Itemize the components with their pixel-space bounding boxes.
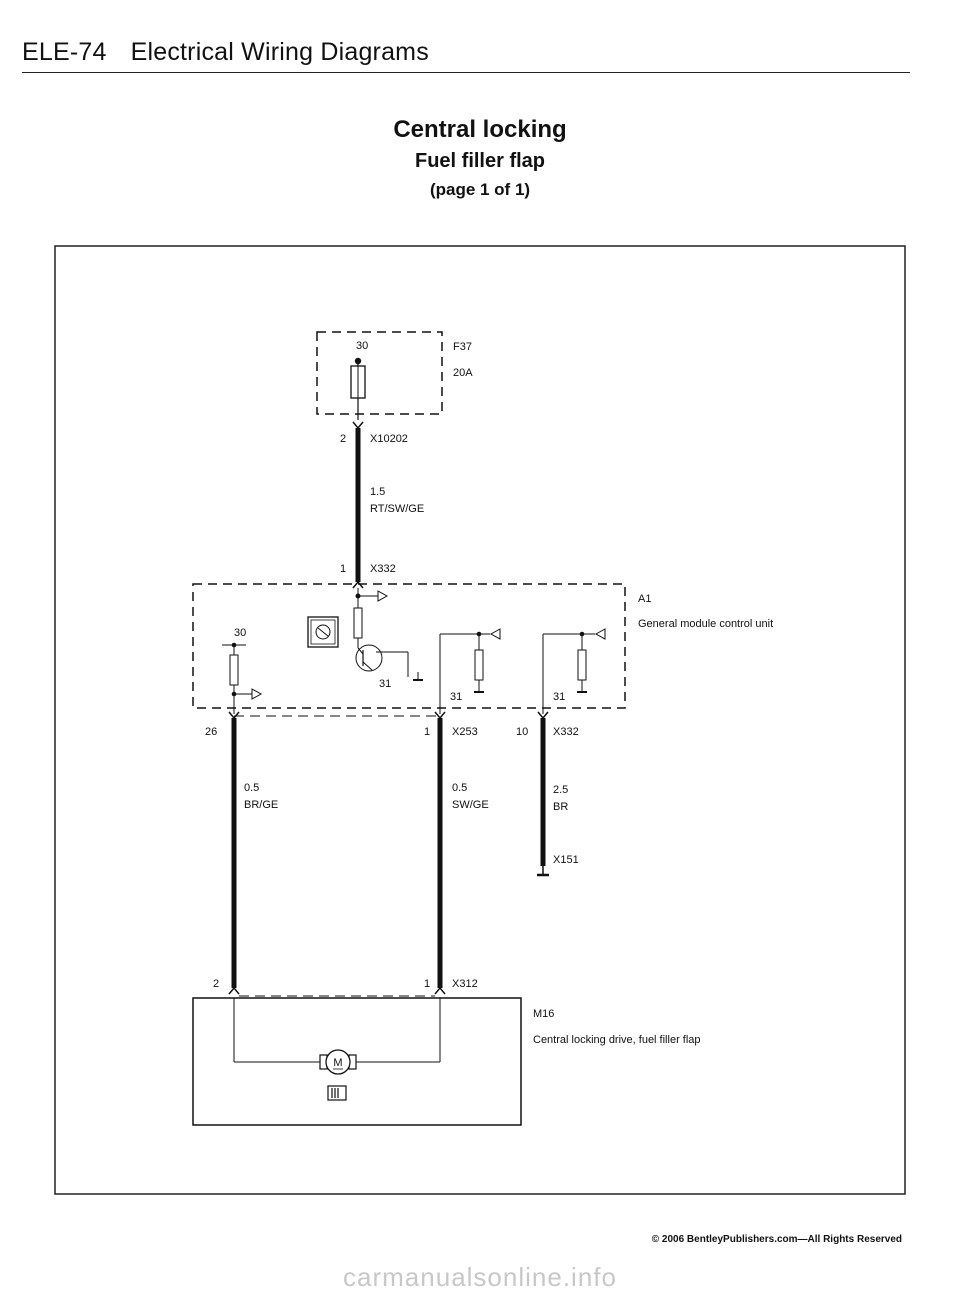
wire1-color: RT/SW/GE xyxy=(370,503,424,515)
motor-symbol xyxy=(325,1049,351,1075)
x312-pin-left: 2 xyxy=(213,978,219,990)
fuse-id: F37 xyxy=(453,341,472,353)
x10202-name: X10202 xyxy=(370,433,408,445)
x253-pin: 1 xyxy=(424,726,430,738)
module-output-arrow-left xyxy=(251,688,263,700)
connector-x312-left xyxy=(228,986,240,995)
x332-top-name: X332 xyxy=(370,563,396,575)
page-header-title: Electrical Wiring Diagrams xyxy=(130,38,429,66)
x312-pin-right: 1 xyxy=(424,978,430,990)
module-terminal-30-label: 30 xyxy=(234,627,246,639)
fuse-box xyxy=(316,331,443,415)
fuse-terminal-label: 30 xyxy=(356,340,368,352)
ground-mid-label: 31 xyxy=(450,691,462,703)
wire1-size: 1.5 xyxy=(370,486,385,498)
module-resistor-1 xyxy=(353,607,363,639)
diagram-frame xyxy=(54,245,906,1195)
sensor-icon-circle xyxy=(315,624,331,640)
page-header: ELE-74 Electrical Wiring Diagrams xyxy=(22,38,429,67)
sensor-icon xyxy=(307,616,339,648)
wire2-size: 0.5 xyxy=(244,782,259,794)
pin-26-label: 26 xyxy=(205,726,217,738)
diagram-subtitle: Fuel filler flap xyxy=(414,150,546,172)
ground-x151-name: X151 xyxy=(553,854,579,866)
x312-name: X312 xyxy=(452,978,478,990)
page-code: ELE-74 xyxy=(22,38,107,66)
motor-symbol-label: M xyxy=(333,1057,342,1069)
motor-m16-box xyxy=(192,997,522,1126)
x332-mid-name: X332 xyxy=(553,726,579,738)
wire3-color: SW/GE xyxy=(452,799,489,811)
motor-name: Central locking drive, fuel filler flap xyxy=(533,1034,701,1046)
x332-top-pin: 1 xyxy=(340,563,346,575)
module-a1-box xyxy=(192,583,626,709)
module-resistor-left xyxy=(229,654,239,686)
header-rule xyxy=(22,72,910,73)
motor-actuator-icon xyxy=(327,1085,347,1101)
wire4-color: BR xyxy=(553,801,568,813)
watermark: carmanualsonline.info xyxy=(343,1262,617,1292)
sensor-icon-inner xyxy=(310,619,336,645)
circuit-mid-arrow xyxy=(489,628,501,640)
transistor-ground-label: 31 xyxy=(379,678,391,690)
circuit-right-arrow xyxy=(594,628,606,640)
wire2-color: BR/GE xyxy=(244,799,278,811)
fuse-rating: 20A xyxy=(453,367,473,379)
wire3-size: 0.5 xyxy=(452,782,467,794)
transistor-symbol xyxy=(355,644,383,672)
module-resistor-right xyxy=(577,649,587,681)
connector-x312-right xyxy=(434,986,446,995)
connector-x332-top xyxy=(352,580,364,589)
module-id: A1 xyxy=(638,593,651,605)
ground-right-label: 31 xyxy=(553,691,565,703)
copyright-footer: © 2006 BentleyPublishers.com—All Rights … xyxy=(651,1234,902,1245)
wire4-size: 2.5 xyxy=(553,784,568,796)
transistor-emitter xyxy=(362,661,373,671)
motor-id: M16 xyxy=(533,1008,554,1020)
transistor-collector xyxy=(357,647,364,655)
connector-x10202 xyxy=(352,421,364,430)
sensor-icon-line xyxy=(317,627,329,637)
diagram-title: Central locking xyxy=(393,116,567,143)
x253-name: X253 xyxy=(452,726,478,738)
module-resistor-mid xyxy=(474,649,484,681)
module-name: General module control unit xyxy=(638,618,773,630)
x10202-pin: 2 xyxy=(340,433,346,445)
module-input-arrow xyxy=(377,590,389,602)
diagram-page-indicator: (page 1 of 1) xyxy=(429,180,531,199)
x332-mid-pin: 10 xyxy=(516,726,528,738)
